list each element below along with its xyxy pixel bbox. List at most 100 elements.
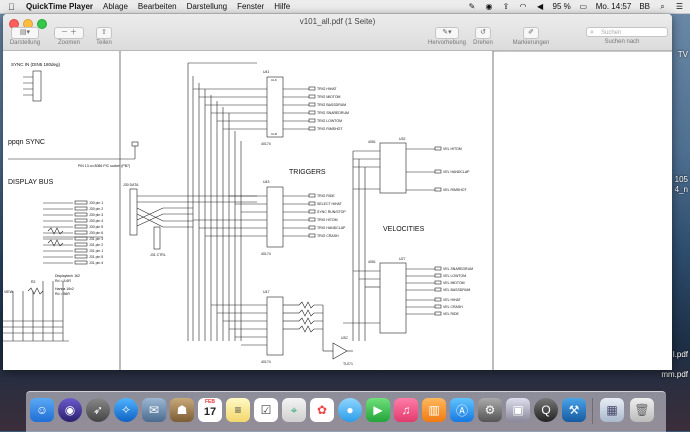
trash-icon[interactable]: 🗑 bbox=[630, 398, 654, 422]
j30-pin-labels: J30 pin 1 J30 pin 2 J30 pin 3 J30 pin 4 … bbox=[89, 201, 103, 265]
resistor-2 bbox=[47, 239, 64, 247]
display-bus-wires bbox=[3, 202, 103, 342]
music-icon[interactable]: ♫ bbox=[394, 398, 418, 422]
toolbar-rotate[interactable]: ↺ Drehen bbox=[471, 27, 495, 46]
mail-icon[interactable]: ✉ bbox=[142, 398, 166, 422]
vel-midtom: VEL MIDTOM bbox=[443, 281, 465, 285]
j30-pin-arrows bbox=[74, 200, 88, 265]
battery-icon[interactable]: ▭ bbox=[579, 2, 588, 11]
quicktime-icon[interactable]: Q bbox=[534, 398, 558, 422]
app-store-icon[interactable]: Ⓐ bbox=[450, 398, 474, 422]
search-icon[interactable]: ⌕ bbox=[660, 2, 665, 11]
photos-icon[interactable]: ✿ bbox=[310, 398, 334, 422]
j30-connector bbox=[129, 188, 138, 236]
menu-darstellung[interactable]: Darstellung bbox=[186, 2, 228, 11]
j31-connector bbox=[153, 226, 161, 250]
display-note-4: Rd = 56R bbox=[55, 292, 70, 296]
apple-menu-icon[interactable]:  bbox=[8, 2, 20, 12]
finder-icon[interactable]: ☺ bbox=[30, 398, 54, 422]
reminders-icon[interactable]: ☑ bbox=[254, 398, 278, 422]
j31-pin-2: J31 pin 2 bbox=[89, 243, 103, 247]
desktop-label-4n[interactable]: 4_n bbox=[674, 185, 688, 194]
siri-icon[interactable]: ◉ bbox=[58, 398, 82, 422]
vel-handclap: VEL HANDCLAP bbox=[443, 170, 470, 174]
toolbar-zoom[interactable]: － ＋ Zoomen bbox=[51, 27, 87, 46]
j30-pin-3: J30 pin 3 bbox=[89, 213, 103, 217]
menu-app-name[interactable]: QuickTime Player bbox=[26, 2, 93, 11]
launchpad-icon[interactable]: ➶ bbox=[86, 398, 110, 422]
vel-hitom: VEL HITOM bbox=[443, 147, 462, 151]
volume-icon[interactable]: ◀ bbox=[536, 2, 544, 11]
downloads-stack-icon[interactable]: ▦ bbox=[600, 398, 624, 422]
resistor-1 bbox=[47, 227, 64, 235]
xcode-icon[interactable]: ⚒ bbox=[562, 398, 586, 422]
contacts-icon[interactable]: ☗ bbox=[170, 398, 194, 422]
menu-clock[interactable]: Mo. 14:57 bbox=[595, 2, 632, 11]
battery-percent[interactable]: 95 % bbox=[552, 2, 571, 11]
toolbar-markup[interactable]: ✐ Markierungen bbox=[507, 27, 555, 46]
u43-label: U43 bbox=[263, 180, 269, 184]
u32-type: 4051 bbox=[368, 140, 376, 144]
share-icon[interactable]: ⇧ bbox=[96, 27, 112, 39]
menu-user[interactable]: BB bbox=[639, 2, 650, 11]
dock: ☺ ◉ ➶ ✧ ✉ ☗ FEB 17 ≡ ☑ ⌖ ✿ ● ▶ ♫ ▥ Ⓐ ⚙ ▣… bbox=[26, 391, 666, 432]
toolbar-highlight[interactable]: ✎▾ Hervorhebung bbox=[427, 27, 467, 46]
trig-hihat: TRIG HIHAT bbox=[317, 87, 337, 91]
safari-icon[interactable]: ✧ bbox=[114, 398, 138, 422]
preview-icon[interactable]: ▣ bbox=[506, 398, 530, 422]
chip-u47 bbox=[266, 296, 284, 356]
opamp-type: TL071 bbox=[343, 362, 353, 366]
search-label: Suchen nach bbox=[604, 39, 640, 45]
desktop-file-pdf[interactable]: l.pdf bbox=[672, 350, 688, 359]
toolbar-share-label: Teilen bbox=[96, 40, 112, 46]
vertical-bus bbox=[187, 62, 257, 341]
search-input[interactable]: ⌕ Suchen bbox=[586, 27, 668, 37]
u32-output-wires bbox=[406, 148, 435, 191]
status-circle-icon[interactable]: ◉ bbox=[485, 2, 493, 11]
status-pen-icon[interactable]: ✎ bbox=[468, 2, 476, 11]
sidebar-icon[interactable]: ▤▾ bbox=[11, 27, 39, 39]
pdf-page[interactable]: SYNC IN (DIN5 180deg) ppqn SYNC DISPLAY … bbox=[3, 51, 672, 370]
chip-u27 bbox=[379, 262, 407, 334]
toolbar-view[interactable]: ▤▾ Darstellung bbox=[7, 27, 43, 46]
select-hihat: SELECT HIHAT bbox=[317, 202, 343, 206]
maximize-button[interactable] bbox=[37, 19, 47, 29]
markup-icon[interactable]: ✐ bbox=[523, 27, 539, 39]
menu-ablage[interactable]: Ablage bbox=[103, 2, 128, 11]
ppqn-connector bbox=[131, 141, 139, 147]
vel-rimshot: VEL RIMSHOT bbox=[443, 188, 467, 192]
system-preferences-icon[interactable]: ⚙ bbox=[478, 398, 502, 422]
sync-in-connector bbox=[32, 70, 42, 102]
highlight-icon[interactable]: ✎▾ bbox=[435, 27, 459, 39]
zoom-icon[interactable]: － ＋ bbox=[54, 27, 84, 39]
trig-ride: TRIG RIDE bbox=[317, 194, 335, 198]
maps-icon[interactable]: ⌖ bbox=[282, 398, 306, 422]
menu-hilfe[interactable]: Hilfe bbox=[274, 2, 291, 11]
j31-pin-3: J31 pin 3 bbox=[89, 237, 103, 241]
toolbar-markup-label: Markierungen bbox=[512, 40, 550, 46]
desktop-file-pdf2[interactable]: mm.pdf bbox=[661, 370, 688, 379]
calendar-icon[interactable]: FEB 17 bbox=[198, 398, 222, 422]
facetime-icon[interactable]: ▶ bbox=[366, 398, 390, 422]
vel-ride: VEL RIDE bbox=[443, 312, 459, 316]
toolbar-share[interactable]: ⇧ Teilen bbox=[89, 27, 119, 46]
menu-fenster[interactable]: Fenster bbox=[237, 2, 265, 11]
trig-midtom: TRIG MIDTOM bbox=[317, 95, 341, 99]
u43-type: 40174 bbox=[261, 252, 271, 256]
u47-type: 40174 bbox=[261, 360, 271, 364]
notes-icon[interactable]: ≡ bbox=[226, 398, 250, 422]
desktop-label-tv[interactable]: TV bbox=[677, 50, 688, 59]
rotate-icon[interactable]: ↺ bbox=[475, 27, 491, 39]
wifi-icon[interactable]: ◠ bbox=[519, 2, 527, 11]
triggers-label: TRIGGERS bbox=[289, 169, 326, 176]
books-icon[interactable]: ▥ bbox=[422, 398, 446, 422]
sync-in-label: SYNC IN (DIN5 180deg) bbox=[11, 62, 61, 67]
status-upload-icon[interactable]: ⇪ bbox=[502, 2, 510, 11]
menu-bearbeiten[interactable]: Bearbeiten bbox=[137, 2, 177, 11]
messages-icon[interactable]: ● bbox=[338, 398, 362, 422]
desktop-label-105[interactable]: 105 bbox=[674, 175, 688, 184]
trig-mid-labels: TRIG RIDE SELECT HIHAT SYNC RUN/STOP TRI… bbox=[317, 194, 346, 238]
notification-center-icon[interactable]: ☰ bbox=[675, 2, 684, 11]
display-note-3: Hanna 16x2 bbox=[55, 287, 74, 291]
chip-u41 bbox=[266, 76, 284, 138]
